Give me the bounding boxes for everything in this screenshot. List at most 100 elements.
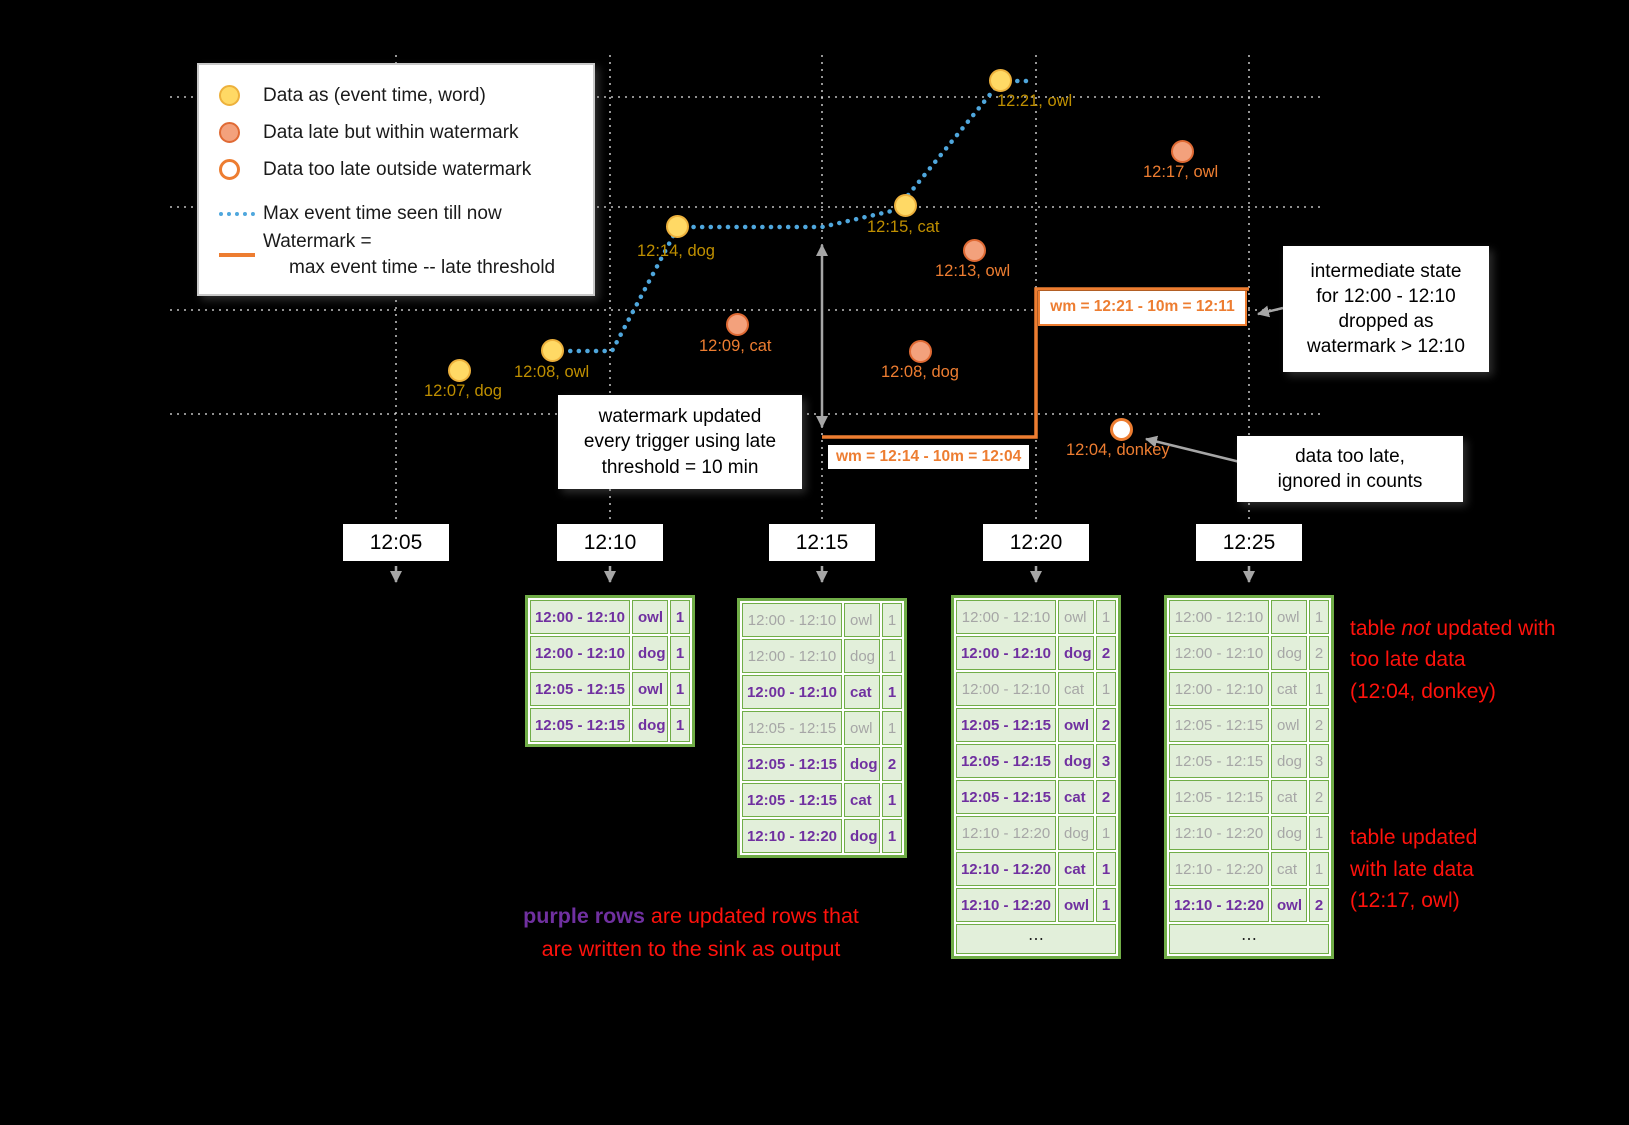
legend-item-label: Max event time seen till now — [263, 201, 502, 227]
legend-label-line: Data too late outside watermark — [263, 158, 532, 180]
cell-window: 12:05 - 12:15 — [956, 744, 1056, 778]
cell-word: dog — [1271, 816, 1307, 850]
legend-label-line: Data late but within watermark — [263, 121, 519, 143]
cell-word: dog — [1058, 636, 1094, 670]
cell-word: cat — [1058, 672, 1094, 706]
too-late-arrow — [1145, 435, 1241, 464]
cell-word: cat — [1271, 672, 1307, 706]
note-pre: table — [1350, 616, 1402, 640]
watermark-value-label-2: wm = 12:21 - 10m = 12:11 — [1038, 291, 1247, 326]
legend-label-line: max event time -- late threshold — [289, 256, 556, 278]
time-label-12-20: 12:20 — [983, 524, 1089, 561]
cell-count: 1 — [1096, 888, 1116, 922]
data-point-ontime — [666, 215, 689, 238]
time-label-12-10: 12:10 — [557, 524, 663, 561]
legend-item: Data as (event time, word) — [219, 77, 585, 114]
cell-window: 12:10 - 12:20 — [742, 819, 842, 853]
legend-item: Data too late outside watermark — [219, 151, 585, 188]
callout-intermediate-state: intermediate state for 12:00 - 12:10 dro… — [1283, 246, 1489, 372]
data-point-label: 12:14, dog — [637, 242, 715, 260]
cell-window: 12:00 - 12:10 — [1169, 636, 1269, 670]
data-point-label: 12:13, owl — [935, 262, 1011, 280]
cell-word: cat — [1271, 852, 1307, 886]
legend-item-label: Data late but within watermark — [263, 120, 519, 146]
cell-count: 1 — [1096, 816, 1116, 850]
legend: Data as (event time, word) Data late but … — [197, 63, 595, 297]
cell-count: 1 — [670, 636, 690, 670]
cell-window: 12:10 - 12:20 — [1169, 888, 1269, 922]
cell-window: 12:05 - 12:15 — [742, 747, 842, 781]
watermark-value-label-1: wm = 12:14 - 10m = 12:04 — [828, 445, 1030, 469]
cell-count: 1 — [882, 819, 902, 853]
cell-word: dog — [1271, 744, 1307, 778]
legend-icon-cell — [219, 85, 263, 106]
cell-count: 2 — [1096, 636, 1116, 670]
cell-word: cat — [844, 675, 880, 709]
cell-count: 1 — [882, 675, 902, 709]
trigger-arrows — [390, 566, 1255, 583]
note-purple-rows: purple rows are updated rows that are wr… — [458, 868, 924, 965]
cell-word: owl — [1058, 708, 1094, 742]
watermark-step-line — [822, 287, 1249, 439]
legend-item: Data late but within watermark — [219, 114, 585, 151]
cell-window: 12:05 - 12:15 — [1169, 780, 1269, 814]
cell-window: 12:00 - 12:10 — [530, 636, 630, 670]
data-point-label: 12:04, donkey — [1066, 441, 1170, 459]
cell-word: dog — [844, 747, 880, 781]
cell-count: 2 — [1096, 708, 1116, 742]
legend-items: Data as (event time, word) Data late but … — [219, 77, 585, 280]
cell-count: 3 — [1309, 744, 1329, 778]
cell-window: 12:10 - 12:20 — [956, 852, 1056, 886]
cell-window: 12:10 - 12:20 — [956, 816, 1056, 850]
note-purple-lead: purple rows — [523, 904, 645, 929]
legend-item-label: Watermark =max event time -- late thresh… — [263, 229, 555, 280]
cell-count: 2 — [882, 747, 902, 781]
cell-window: 12:05 - 12:15 — [742, 783, 842, 817]
cell-word: cat — [1058, 852, 1094, 886]
cell-window: 12:00 - 12:10 — [742, 603, 842, 637]
cell-count: 1 — [882, 603, 902, 637]
cell-count: 1 — [670, 708, 690, 742]
cell-window: 12:05 - 12:15 — [956, 780, 1056, 814]
cell-count: 1 — [670, 600, 690, 634]
ellipsis-cell: ⋯ — [956, 924, 1116, 954]
cell-word: owl — [844, 603, 880, 637]
data-point-ontime — [989, 69, 1012, 92]
legend-icon-cell — [219, 159, 263, 180]
max-event-time-line-icon — [219, 211, 255, 216]
callout-watermark-trigger: watermark updated every trigger using la… — [558, 395, 802, 489]
cell-window: 12:00 - 12:10 — [742, 675, 842, 709]
note-purple-rest: are updated rows that are written to the… — [541, 904, 859, 961]
cell-word: dog — [632, 708, 668, 742]
cell-window: 12:00 - 12:10 — [1169, 672, 1269, 706]
data-point-label: 12:09, cat — [699, 337, 772, 355]
cell-window: 12:10 - 12:20 — [1169, 816, 1269, 850]
data-point-label: 12:08, dog — [881, 363, 959, 381]
note-table-not-updated: table not updated with too late data (12… — [1350, 581, 1556, 707]
legend-icon-cell — [219, 252, 263, 257]
cell-count: 1 — [882, 639, 902, 673]
data-point-label: 12:21, owl — [997, 92, 1073, 110]
result-row-more: ⋯ — [956, 924, 1116, 954]
time-label-12-05: 12:05 — [343, 524, 449, 561]
